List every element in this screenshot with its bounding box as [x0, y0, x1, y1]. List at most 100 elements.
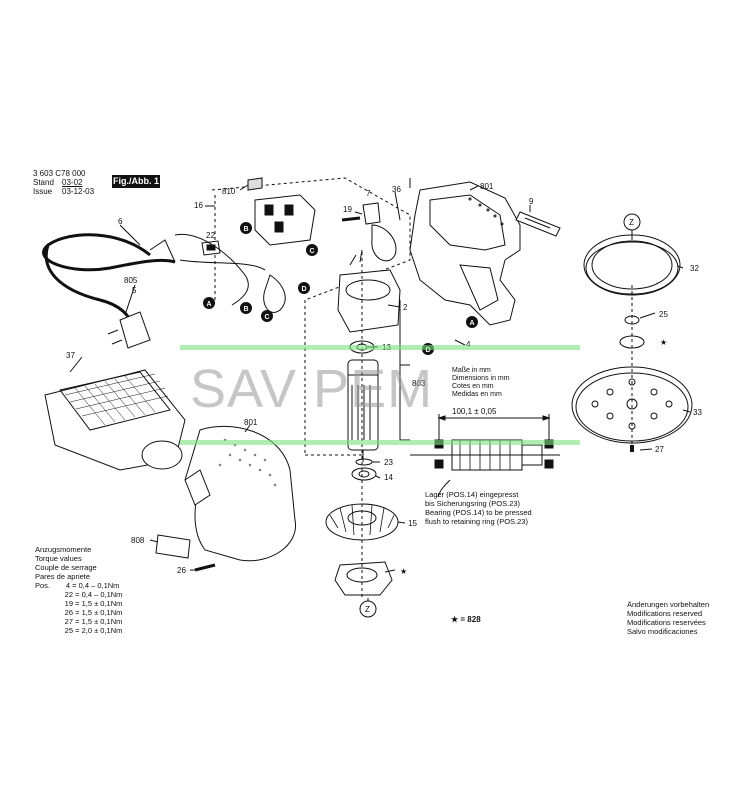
connector-a-right: A: [470, 320, 475, 327]
torque-heading: Anzugsmomente: [35, 545, 92, 554]
modifications-line: Änderungen vorbehalten: [627, 600, 710, 609]
part-label-13: 13: [382, 343, 391, 352]
part-label-9: 9: [529, 197, 534, 206]
torque-value: 1,5 ± 0,1Nm: [81, 599, 123, 608]
torque-pos: 25: [64, 626, 73, 635]
torque-row: Pos.4 = 0,4 – 0,1Nm: [35, 581, 120, 590]
bearing-note: Lager (POS.14) eingepresst bis Sicherung…: [425, 490, 532, 526]
torque-value: 0,4 – 0,1Nm: [78, 581, 120, 590]
torque-heading: Couple de serrage: [35, 563, 97, 572]
doc-number: 3 603 C78 000: [33, 169, 86, 178]
power-cable: [42, 233, 176, 272]
dimension-value: 100,1 ± 0,05: [452, 407, 497, 416]
torque-pos: 19: [64, 599, 73, 608]
part-label-805: 805: [124, 276, 138, 285]
torque-headings: Anzugsmomente Torque values Couple de se…: [35, 545, 97, 581]
modifications-line: Modifications reserved: [627, 609, 703, 618]
torque-row: 26 = 1,5 ± 0,1Nm: [35, 608, 123, 617]
part-label-808: 808: [131, 536, 145, 545]
issue-label: Issue: [33, 187, 53, 196]
torque-value: 1,5 ± 0,1Nm: [81, 608, 123, 617]
part-label-2: 2: [403, 303, 408, 312]
bearing-note-line: bis Sicherungsring (POS.23): [425, 499, 521, 508]
watermark: SAV PEM: [190, 359, 434, 419]
torque-row: 27 = 1,5 ± 0,1Nm: [35, 617, 123, 626]
issue-date: 03-12-03: [62, 187, 95, 196]
modifications-line: Modifications reservées: [627, 618, 706, 627]
torque-row: 25 = 2,0 ± 0,1Nm: [35, 626, 123, 635]
part-label-16: 16: [194, 201, 203, 210]
dimensions-line: Dimensions in mm: [452, 375, 510, 382]
connector-d-brush: D: [426, 347, 431, 354]
torque-pos: 27: [64, 617, 73, 626]
dimensions-line: Medidas en mm: [452, 391, 502, 398]
zoom-label-bottom: Z: [365, 605, 370, 614]
bearing-note-line: Bearing (POS.14) to be pressed: [425, 508, 532, 517]
connector-c-top: C: [310, 248, 315, 255]
torque-pos: 26: [64, 608, 73, 617]
field-coil: [337, 269, 401, 333]
star-marker-pad: ★: [660, 338, 667, 347]
zoom-label-top: Z: [629, 218, 634, 227]
pos-label: Pos.: [35, 581, 51, 590]
plug: [119, 311, 151, 349]
torque-value: 2,0 ± 0,1Nm: [81, 626, 123, 635]
part-label-801-top: 801: [480, 182, 494, 191]
torque-row: 22 = 0,4 – 0,1Nm: [35, 590, 123, 599]
part-label-32: 32: [690, 264, 699, 273]
torque-value: 1,5 ± 0,1Nm: [81, 617, 123, 626]
dimensions-line: Maße in mm: [452, 367, 491, 374]
connector-c-left: C: [265, 314, 270, 321]
torque-table: Pos.4 = 0,4 – 0,1Nm 22 = 0,4 – 0,1Nm 19 …: [35, 581, 122, 635]
switch-assembly: [254, 194, 316, 246]
part-label-37: 37: [66, 351, 75, 360]
torque-heading: Pares de apriete: [35, 572, 91, 581]
part-label-27: 27: [655, 445, 664, 454]
part-label-33: 33: [693, 408, 702, 417]
part-label-14: 14: [384, 473, 393, 482]
part-label-7: 7: [366, 189, 371, 198]
modifications-note: Änderungen vorbehalten Modifications res…: [627, 600, 709, 636]
part-label-801-bottom: 801: [244, 418, 258, 427]
star-note-text: = 828: [460, 615, 481, 624]
torque-row: 19 = 1,5 ± 0,1Nm: [35, 599, 123, 608]
bearing-14: [351, 467, 377, 481]
modifications-line: Salvo modificaciones: [627, 627, 698, 636]
bearing-note-line: flush to retaining ring (POS.23): [425, 517, 528, 526]
part-label-6: 6: [118, 217, 123, 226]
torque-pos: 22: [64, 590, 73, 599]
connector-b-top: B: [244, 226, 249, 233]
connector-d-motor: D: [302, 286, 307, 293]
retaining-ring-23: [355, 458, 373, 466]
part-label-36: 36: [392, 185, 401, 194]
type-label-9: [515, 211, 561, 237]
stand-date: 03-02: [62, 178, 83, 187]
part-label-803: 803: [412, 379, 426, 388]
dimensions-line: Cotes en mm: [452, 383, 494, 390]
torque-value: 0,4 – 0,1Nm: [81, 590, 123, 599]
housing-top: [409, 181, 521, 326]
part-label-810: 810: [222, 187, 236, 196]
part-label-23: 23: [384, 458, 393, 467]
connector-a-left: A: [207, 301, 212, 308]
part-label-26: 26: [177, 566, 186, 575]
part-label-25: 25: [659, 310, 668, 319]
star-symbol: ★: [451, 615, 459, 624]
part-label-15: 15: [408, 519, 417, 528]
figure-label: Fig./Abb. 1: [112, 175, 160, 188]
torque-heading: Torque values: [35, 554, 82, 563]
counterweight: [334, 561, 393, 596]
label-808: [155, 534, 191, 559]
star-marker-fan: ★: [400, 567, 407, 576]
housing-bottom: [184, 425, 296, 562]
screw-19: [341, 216, 361, 222]
screw-26: [194, 563, 216, 572]
star-note: ★ = 828: [451, 615, 481, 624]
connector-b-left: B: [244, 306, 249, 313]
part-label-22: 22: [206, 231, 215, 240]
part-label-5: 5: [132, 286, 137, 295]
part-label-4: 4: [466, 340, 471, 349]
part-label-19: 19: [343, 205, 352, 214]
